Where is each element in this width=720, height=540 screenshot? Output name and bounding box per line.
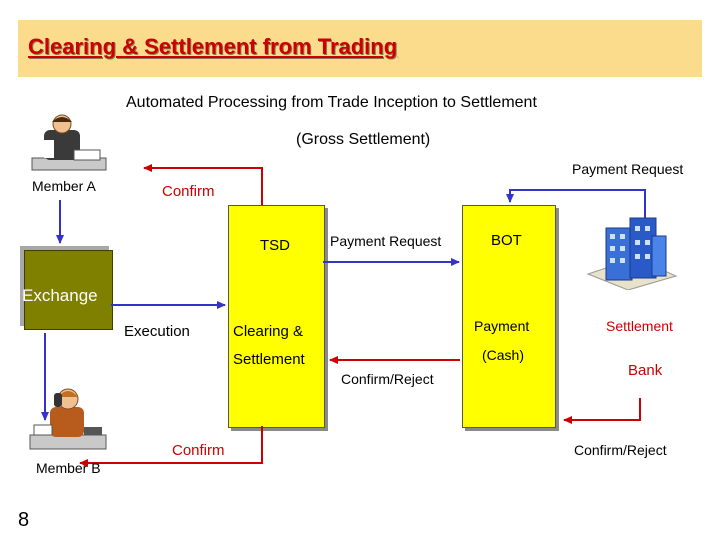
bank-building-icon bbox=[586, 217, 678, 290]
subtitle: Automated Processing from Trade Inceptio… bbox=[126, 94, 537, 111]
confirm-bottom-arrow bbox=[79, 426, 263, 467]
page-number: 8 bbox=[18, 509, 30, 531]
execution-label: Execution bbox=[124, 323, 190, 340]
tsd-box bbox=[228, 205, 325, 428]
bank-label: Bank bbox=[628, 362, 663, 379]
clearing-label: Clearing & bbox=[233, 323, 304, 340]
exchange-box bbox=[24, 250, 113, 330]
person-at-desk-icon bbox=[31, 114, 107, 171]
payment-request-mid-label: Payment Request bbox=[330, 233, 442, 249]
title-banner bbox=[18, 20, 702, 77]
bot-box bbox=[462, 205, 556, 428]
payment-label: Payment bbox=[474, 318, 530, 334]
settlement-type: (Gross Settlement) bbox=[296, 131, 431, 148]
confirm-top-arrow bbox=[143, 164, 263, 205]
cash-label: (Cash) bbox=[482, 347, 525, 363]
tsd-label: TSD bbox=[260, 237, 290, 254]
payment-request-top-label: Payment Request bbox=[572, 161, 684, 177]
confirm-reject-bottom-label: Confirm/Reject bbox=[574, 442, 667, 458]
member-a-label: Member A bbox=[32, 178, 96, 194]
bank-confirm-reject-arrow bbox=[563, 398, 641, 424]
confirm-top-label: Confirm bbox=[162, 183, 215, 200]
exchange-label: Exchange bbox=[22, 286, 98, 305]
confirm-bottom-label: Confirm bbox=[172, 442, 225, 459]
bot-label: BOT bbox=[491, 232, 522, 249]
settlement-red-label: Settlement bbox=[606, 318, 673, 334]
page-title: Clearing & Settlement from Trading bbox=[28, 34, 398, 59]
settlement-label: Settlement bbox=[233, 351, 305, 368]
person-on-phone-icon bbox=[29, 388, 107, 450]
confirm-reject-mid-label: Confirm/Reject bbox=[341, 371, 434, 387]
member-b-label: Member B bbox=[36, 460, 101, 476]
